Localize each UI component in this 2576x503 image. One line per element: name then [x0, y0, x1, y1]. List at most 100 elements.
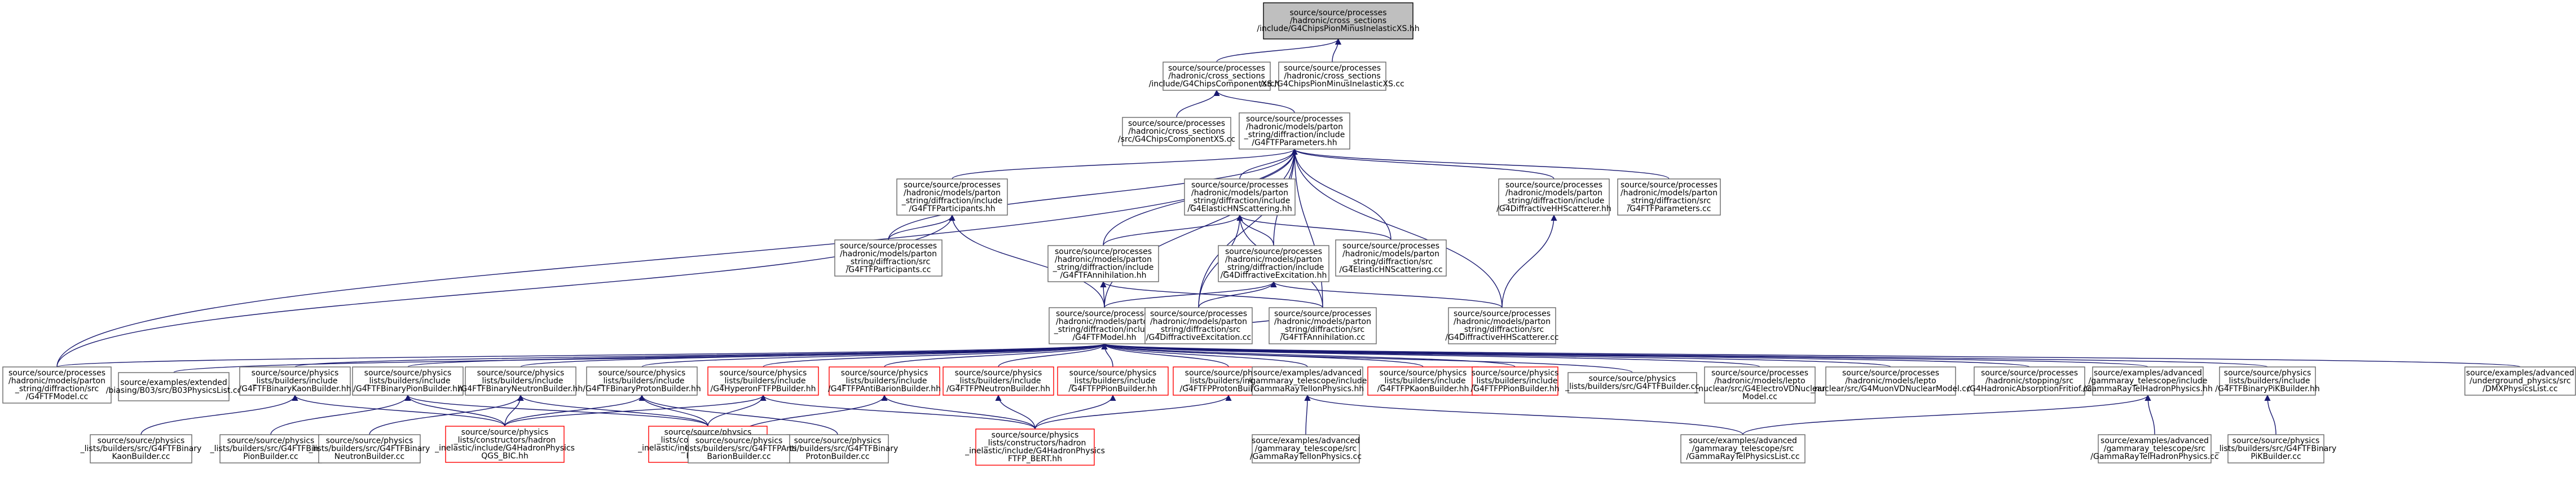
node-label-line: /hadronic/models/parton	[840, 250, 937, 259]
graph-node-n23[interactable]: source/source/physics_lists/builders/inc…	[707, 366, 819, 396]
node-label-line: /hadronic/models/lepto	[1714, 377, 1805, 386]
graph-node-n25[interactable]: source/source/physics_lists/builders/inc…	[943, 366, 1054, 396]
graph-node-n24[interactable]: source/source/physics_lists/builders/inc…	[828, 366, 941, 396]
graph-node-n8[interactable]: source/source/processes/hadronic/models/…	[1617, 178, 1721, 216]
graph-node-n7[interactable]: source/source/processes/hadronic/models/…	[1496, 178, 1611, 216]
edge-n24-n45	[881, 394, 1036, 430]
node-label-line: _string/diffraction/src	[1156, 325, 1240, 334]
graph-node-n28[interactable]: source/examples/advanced/gammaray_telesc…	[1248, 366, 1367, 396]
node-label-line: /hadronic/models/parton	[1150, 317, 1247, 326]
graph-node-n48[interactable]: source/examples/advanced/gammaray_telesc…	[2090, 434, 2219, 463]
node-label-line: _nuclear/src/G4ElectroVDNuclear	[1694, 384, 1825, 393]
node-box	[90, 434, 192, 463]
graph-node-n2[interactable]: source/source/processes/hadronic/cross_s…	[1260, 62, 1404, 91]
graph-node-n11[interactable]: source/source/processes/hadronic/models/…	[1218, 245, 1329, 282]
node-label-line: /gammaray_telescope/src	[2104, 444, 2205, 453]
graph-node-n1[interactable]: source/source/processes/hadronic/cross_s…	[1149, 62, 1285, 91]
graph-node-n49[interactable]: source/source/physics_lists/builders/src…	[2215, 434, 2337, 463]
graph-node-n20[interactable]: source/source/physics_lists/builders/inc…	[352, 366, 464, 396]
edge-n13-n20	[407, 343, 1107, 368]
graph-node-n30[interactable]: source/source/physics_lists/builders/inc…	[1470, 366, 1560, 396]
graph-node-n47[interactable]: source/examples/advanced/gammaray_telesc…	[1680, 434, 1806, 463]
graph-node-n5[interactable]: source/source/processes/hadronic/models/…	[896, 178, 1008, 216]
node-label-line: _lists/builders/src/G4FTFBinary	[309, 444, 430, 453]
edge-n4-n5	[952, 148, 1298, 180]
node-box	[318, 434, 421, 463]
node-label-line: /G4FTFBinaryPionBuilder.hh	[353, 384, 463, 393]
graph-node-n17[interactable]: source/source/processes/hadronic/models/…	[2, 366, 112, 404]
graph-node-n33[interactable]: source/source/processes/hadronic/models/…	[1810, 366, 1971, 396]
edge-n21-n41	[369, 394, 524, 435]
edge-n19-n40	[292, 394, 505, 427]
graph-node-n18[interactable]: source/examples/extended/biasing/B03/src…	[106, 372, 242, 401]
node-label-line: /gammaray_telescope/src	[1692, 444, 1794, 453]
graph-node-n16[interactable]: source/source/processes/hadronic/models/…	[1445, 307, 1559, 344]
edge-n13-n31	[1101, 343, 1633, 373]
node-label-line: /G4FTFParameters.hh	[1252, 138, 1337, 147]
graph-node-n21[interactable]: source/source/physics_lists/builders/inc…	[459, 366, 583, 396]
edge-n28-n47	[1304, 394, 1743, 435]
graph-node-n13[interactable]: source/source/processes/hadronic/models/…	[1049, 307, 1160, 344]
graph-node-n44[interactable]: source/source/physics_lists/builders/src…	[680, 434, 797, 463]
node-label-line: /gammaray_telescope/include	[1248, 377, 1367, 386]
node-label-line: source/examples/advanced	[2094, 369, 2202, 378]
node-label-line: _lists/builders/src/G4FTFBinary	[80, 444, 202, 453]
node-label-line: /underground_physics/src	[2469, 377, 2570, 386]
graph-node-n26[interactable]: source/source/physics_lists/builders/inc…	[1057, 366, 1169, 396]
node-label-line: /GammaRayTelHadronPhysics.hh	[2083, 384, 2213, 393]
graph-node-n29[interactable]: source/source/physics_lists/builders/inc…	[1367, 366, 1479, 396]
graph-node-n46[interactable]: source/examples/advanced/gammaray_telesc…	[1250, 434, 1362, 463]
node-label-line: _lists/builders/src/G4FTFBinary	[2215, 444, 2337, 453]
edge-n13-n37	[1102, 343, 2521, 368]
node-label-line: source/source/processes	[1342, 242, 1439, 251]
edge-n4-n14	[1198, 148, 1298, 308]
node-label-line: /G4DiffractiveHHScatterer.hh	[1496, 204, 1611, 213]
node-box	[1263, 2, 1414, 40]
graph-node-n45[interactable]: source/source/physics_lists/constructors…	[965, 428, 1105, 466]
node-label-line: source/source/physics	[364, 369, 452, 378]
node-label-line: /include/G4ChipsComponentXS.hh	[1149, 80, 1285, 89]
graph-node-n3[interactable]: source/source/processes/hadronic/cross_s…	[1118, 117, 1235, 146]
graph-node-n22[interactable]: source/source/physics_lists/builders/inc…	[583, 366, 701, 396]
node-box	[943, 366, 1054, 396]
node-label-line: source/source/physics	[841, 369, 928, 378]
edge-n13-n32	[1101, 343, 1760, 368]
node-label-line: _string/diffraction/include	[1244, 130, 1345, 139]
node-label-line: _string/diffraction/include	[1189, 196, 1291, 205]
node-label-line: _string/diffraction/src	[1349, 257, 1433, 266]
node-label-line: /src/G4ChipsComponentXS.cc	[1118, 135, 1235, 144]
graph-node-n32[interactable]: source/source/processes/hadronic/models/…	[1694, 366, 1825, 404]
node-label-line: _lists/builders/src/G4FTFBinary	[210, 444, 332, 453]
graph-node-n6[interactable]: source/source/processes/hadronic/models/…	[1184, 178, 1296, 216]
node-box	[1047, 245, 1159, 282]
graph-node-n12[interactable]: source/source/processes/hadronic/models/…	[1335, 239, 1447, 277]
graph-node-n9[interactable]: source/source/processes/hadronic/models/…	[834, 239, 943, 277]
node-box	[1269, 307, 1377, 344]
graph-node-n34[interactable]: source/source/processes/hadronic/stoppin…	[1967, 366, 2092, 396]
graph-node-n37[interactable]: source/examples/advanced/underground_phy…	[2464, 366, 2576, 396]
graph-node-n38[interactable]: source/source/physics_lists/builders/src…	[80, 434, 202, 463]
node-label-line: source/source/physics	[794, 436, 882, 445]
node-label-line: /DMXPhysicsList.cc	[2482, 384, 2557, 393]
edge-n22-n40	[504, 394, 645, 427]
graph-node-n14[interactable]: source/source/processes/hadronic/models/…	[1144, 307, 1253, 344]
graph-node-n10[interactable]: source/source/processes/hadronic/models/…	[1047, 245, 1159, 282]
node-label-line: /G4ElasticHNScattering.hh	[1187, 204, 1292, 213]
graph-node-n39[interactable]: source/source/physics_lists/builders/src…	[210, 434, 332, 463]
graph-node-n36[interactable]: source/source/physics_lists/builders/inc…	[2215, 366, 2320, 396]
node-label-line: /hadronic/models/parton	[904, 189, 1001, 198]
graph-node-n15[interactable]: source/source/processes/hadronic/models/…	[1269, 307, 1377, 344]
node-label-line: /GammaRayTelPhysicsList.cc	[1686, 452, 1799, 461]
graph-node-n4[interactable]: source/source/processes/hadronic/models/…	[1239, 112, 1350, 150]
node-label-line: /hadronic/models/parton	[1191, 189, 1288, 198]
graph-node-n41[interactable]: source/source/physics_lists/builders/src…	[309, 434, 430, 463]
graph-node-n43[interactable]: source/source/physics_lists/builders/src…	[777, 434, 899, 463]
graph-node-n40[interactable]: source/source/physics_lists/constructors…	[434, 426, 575, 463]
graph-node-n31[interactable]: source/source/physics_lists/builders/src…	[1565, 372, 1699, 393]
graph-node-n19[interactable]: source/source/physics_lists/builders/inc…	[239, 366, 351, 396]
node-label-line: source/source/physics	[1380, 369, 1467, 378]
node-label-line: /hadronic/models/parton	[8, 377, 105, 386]
graph-node-n35[interactable]: source/examples/advanced/gammaray_telesc…	[2083, 366, 2213, 396]
node-label-line: source/source/processes	[1842, 369, 1939, 378]
edge-n35-n48	[2145, 394, 2155, 435]
